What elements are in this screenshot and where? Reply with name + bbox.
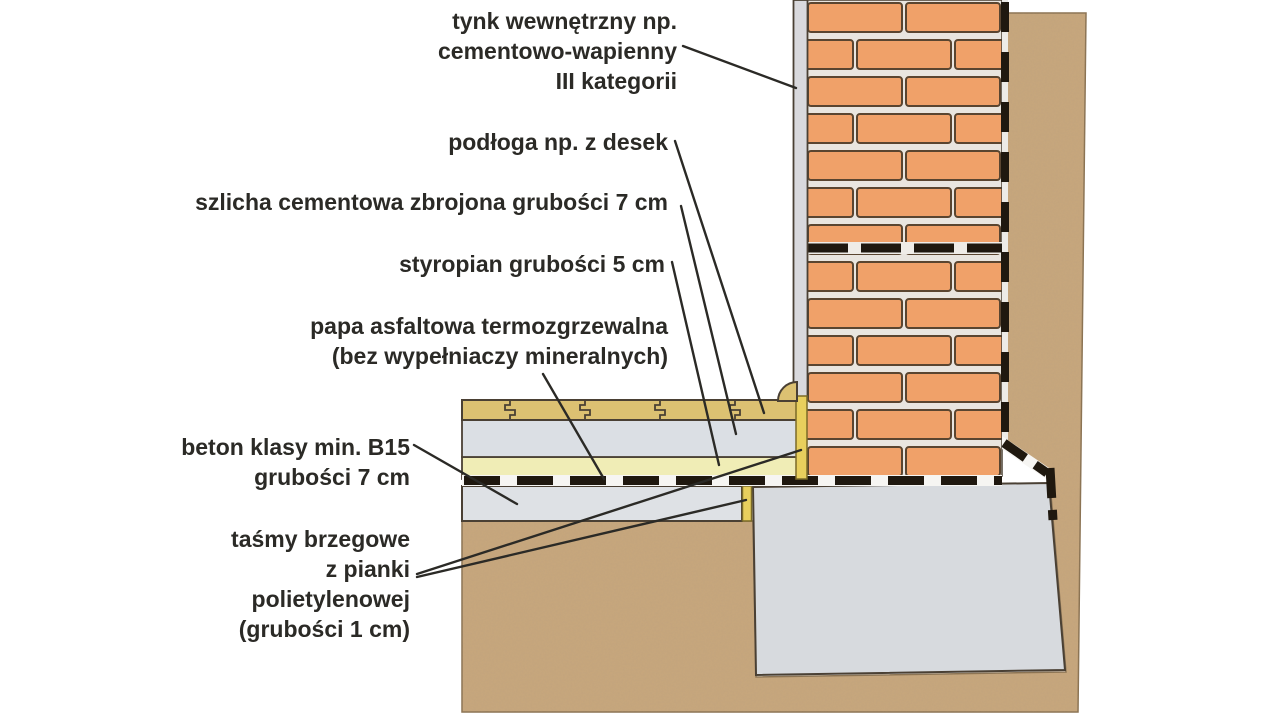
leader-line-tynk	[681, 44, 798, 90]
label-papa-line2: (bez wypełniaczy mineralnych)	[331, 343, 668, 369]
label-tynk: tynk wewnętrzny np. cementowo-wapienny I…	[438, 6, 677, 96]
label-podloga: podłoga np. z desek	[448, 127, 668, 157]
label-tynk-line1: tynk wewnętrzny np.	[452, 8, 677, 34]
label-beton: beton klasy min. B15 grubości 7 cm	[181, 432, 410, 492]
foundation-wall	[751, 481, 1067, 677]
leader-line-beton	[412, 443, 519, 506]
label-papa: papa asfaltowa termozgrzewalna (bez wype…	[310, 311, 668, 371]
label-styropian: styropian grubości 5 cm	[399, 249, 665, 279]
plaster-layer	[792, 0, 809, 398]
leader-line-szlicha	[679, 204, 738, 436]
label-tynk-line2: cementowo-wapienny	[438, 38, 677, 64]
brick-wall	[805, 0, 1003, 477]
dpc-foundation-edge-dash	[1045, 467, 1058, 521]
label-beton-line1: beton klasy min. B15	[181, 434, 410, 460]
label-tasmy-line2: z pianki	[325, 556, 410, 582]
label-podloga-line1: podłoga np. z desek	[448, 129, 668, 155]
label-tynk-line3: III kategorii	[555, 68, 677, 94]
board-joint-icon	[504, 401, 741, 419]
ground-terrain-texture	[462, 13, 1086, 712]
leader-line-podloga	[673, 139, 766, 415]
edge-tape-slab	[741, 485, 753, 522]
label-styropian-line1: styropian grubości 5 cm	[399, 251, 665, 277]
leader-line-styropian	[670, 260, 721, 467]
label-beton-line2: grubości 7 cm	[254, 464, 410, 490]
label-tasmy-line3: polietylenowej	[251, 586, 410, 612]
leader-line-tasmy-1	[415, 498, 748, 579]
label-szlicha-line1: szlicha cementowa zbrojona grubości 7 cm	[195, 189, 668, 215]
label-tasmy-line4: (grubości 1 cm)	[238, 616, 410, 642]
concrete-slab	[461, 485, 743, 522]
label-szlicha: szlicha cementowa zbrojona grubości 7 cm	[195, 187, 668, 217]
leader-line-tasmy-2	[415, 448, 803, 576]
label-tasmy: taśmy brzegowe z pianki polietylenowej (…	[231, 524, 410, 644]
dpc-corner-dashes	[1001, 439, 1050, 477]
label-tasmy-line1: taśmy brzegowe	[231, 526, 410, 552]
screed-layer	[461, 419, 798, 458]
label-papa-line1: papa asfaltowa termozgrzewalna	[310, 313, 668, 339]
edge-tape-floor	[795, 395, 808, 480]
skirting-molding	[776, 380, 798, 402]
leader-line-papa	[541, 372, 606, 481]
